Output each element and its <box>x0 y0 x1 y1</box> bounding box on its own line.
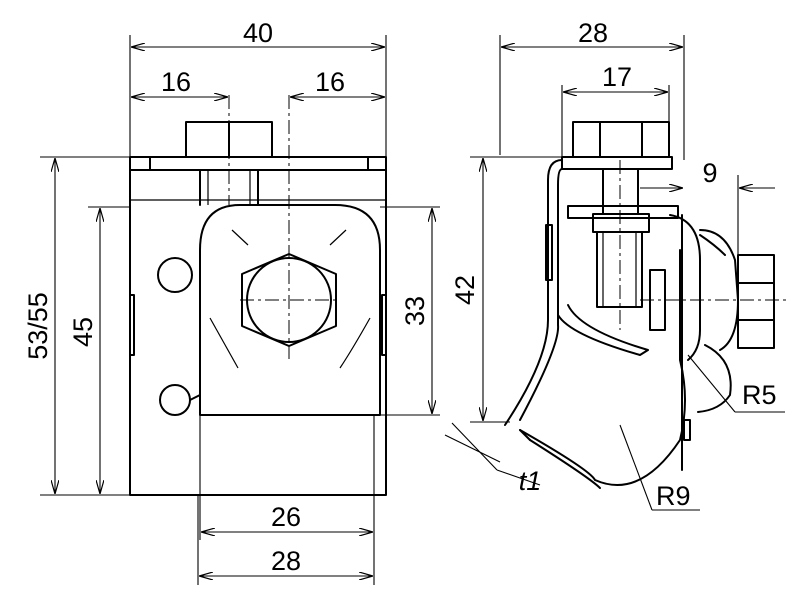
dim-depth-overall: 28 <box>578 18 608 48</box>
dim-radius-large: R9 <box>656 481 691 511</box>
dim-offset-left: 16 <box>161 67 191 97</box>
side-bolt-head <box>572 121 670 158</box>
clamp-strip-hook <box>519 249 686 486</box>
side-view: 28 17 9 42 R5 R9 t1 <box>444 18 790 511</box>
dim-height-body: 45 <box>68 317 98 347</box>
dim-side-height: 42 <box>450 275 480 305</box>
dim-height-window: 33 <box>400 296 430 326</box>
dim-radius-small: R5 <box>742 380 777 410</box>
dim-width-window: 26 <box>271 502 301 532</box>
front-view: 40 16 16 53/55 45 33 26 28 <box>23 18 440 585</box>
dim-width-overall: 40 <box>243 18 273 48</box>
front-body <box>129 156 387 496</box>
hole-upper <box>157 257 193 293</box>
dim-bolt-offset: 9 <box>702 158 717 188</box>
dim-width-base: 28 <box>271 546 301 576</box>
side-thread <box>596 231 643 308</box>
dim-depth-bolt: 17 <box>602 62 632 92</box>
hole-lower <box>159 384 191 416</box>
clamp-strip-outer <box>504 159 563 426</box>
dim-thickness: t1 <box>519 466 542 496</box>
dim-offset-right: 16 <box>315 67 345 97</box>
dim-height-overall: 53/55 <box>23 292 53 360</box>
clamp-window <box>199 204 381 416</box>
side-bolt-right <box>737 254 775 349</box>
